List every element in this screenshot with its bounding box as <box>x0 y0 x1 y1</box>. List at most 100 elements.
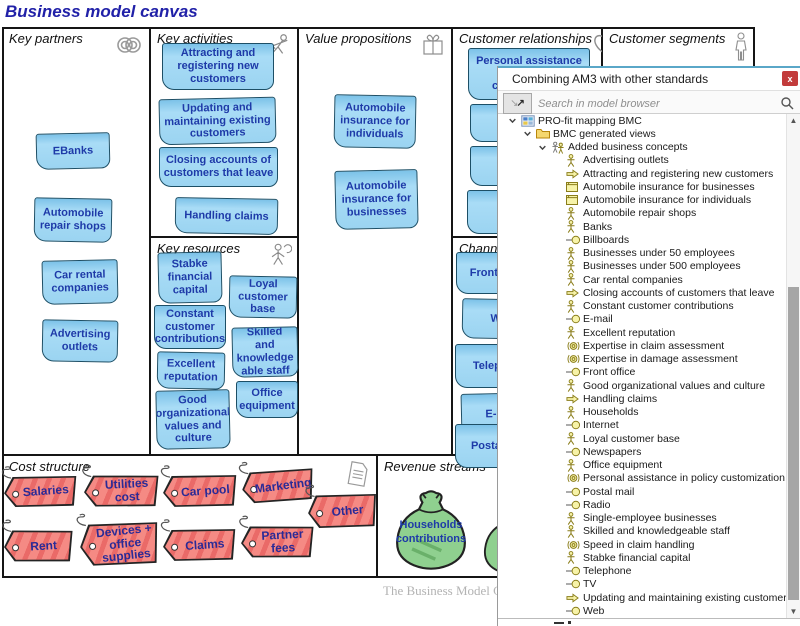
tree-item[interactable]: Excellent reputation <box>498 326 788 339</box>
card-icon <box>566 195 583 206</box>
sticky-note[interactable]: Automobile repair shops <box>33 197 113 243</box>
tree-item[interactable]: Businesses under 50 employees <box>498 246 788 260</box>
sticky-note[interactable]: Car rental companies <box>41 259 119 305</box>
sticky-note[interactable]: Handling claims <box>174 197 279 235</box>
chevron-down-icon[interactable] <box>508 116 521 125</box>
sticky-note[interactable]: Updating and maintaining existing custom… <box>158 96 277 146</box>
tree-item[interactable]: Attracting and registering new customers <box>498 167 788 180</box>
tree-item-label: Telephone <box>583 565 632 578</box>
dialog-bottom-strip <box>498 618 800 626</box>
cost-tag[interactable]: Devices + office supplies <box>76 513 163 572</box>
sticky-note[interactable]: Advertising outlets <box>41 319 119 363</box>
tree-item[interactable]: Households <box>498 405 788 419</box>
tree-item[interactable]: Postal mail <box>498 485 788 498</box>
sticky-note[interactable]: Attracting and registering new customers <box>162 43 274 90</box>
concepts-icon <box>551 141 568 154</box>
actor-icon <box>566 524 583 538</box>
tree-item[interactable]: Expertise in claim assessment <box>498 339 788 352</box>
tree-item[interactable]: Good organizational values and culture <box>498 379 788 392</box>
cost-tag[interactable]: Other <box>305 484 379 533</box>
section-label: Key activities <box>157 31 233 46</box>
tree-item-label: Stabke financial capital <box>583 551 691 564</box>
actor-icon <box>566 432 583 445</box>
scrollbar-thumb[interactable] <box>788 287 799 600</box>
tree-item[interactable]: Advertising outlets <box>498 153 788 167</box>
cost-tag[interactable]: Car pool <box>160 465 239 511</box>
chevron-down-icon[interactable] <box>538 143 551 152</box>
sticky-note[interactable]: Excellent reputation <box>156 351 226 390</box>
tree-item-label: BMC generated views <box>553 127 656 140</box>
sticky-note[interactable]: EBanks <box>35 132 111 170</box>
tree-item[interactable]: TV <box>498 578 788 591</box>
tree-item[interactable]: Radio <box>498 498 788 511</box>
tree-item[interactable]: Single-employee businesses <box>498 511 788 525</box>
sticky-note[interactable]: Automobile insurance for individuals <box>333 94 417 149</box>
tree-item[interactable]: Front office <box>498 366 788 379</box>
cost-tag[interactable]: Utilities cost <box>82 464 161 511</box>
tree-item[interactable]: Automobile insurance for businesses <box>498 180 788 193</box>
tree-item[interactable]: Expertise in damage assessment <box>498 353 788 366</box>
search-icon[interactable] <box>780 96 794 110</box>
tree-item[interactable]: Stabke financial capital <box>498 551 788 565</box>
tree-item[interactable]: Telephone <box>498 565 788 578</box>
tree-item[interactable]: Updating and maintaining existing custom… <box>498 591 788 604</box>
money-bag[interactable]: Households contributions <box>388 486 474 574</box>
tree-item[interactable]: PRO-fit mapping BMC <box>498 114 788 127</box>
tree-item[interactable]: Billboards <box>498 233 788 246</box>
tree-item[interactable]: Car rental companies <box>498 273 788 286</box>
tree-item[interactable]: Office equipment <box>498 458 788 472</box>
tag-string-icon <box>305 484 315 498</box>
tree-item[interactable]: Automobile repair shops <box>498 206 788 220</box>
tree-item-label: Excellent reputation <box>583 326 676 339</box>
tree-item[interactable]: Web <box>498 604 788 617</box>
navigate-arrows-button[interactable]: ↘↗ <box>503 93 532 114</box>
tree-item[interactable]: Newspapers <box>498 445 788 458</box>
tree-item[interactable]: Speed in claim handling <box>498 538 788 551</box>
sticky-note[interactable]: Stabke financial capital <box>157 251 223 304</box>
cost-tag[interactable]: Claims <box>160 519 238 565</box>
sticky-note[interactable]: Constant customer contributions <box>154 305 226 349</box>
chevron-down-icon[interactable] <box>523 129 536 138</box>
tag-string-icon <box>82 464 92 478</box>
sticky-note[interactable]: Office equipment <box>236 381 298 418</box>
sticky-note[interactable]: Closing accounts of customers that leave <box>159 147 278 187</box>
section-label: Customer relationships <box>459 31 592 46</box>
sticky-note[interactable]: Automobile insurance for businesses <box>334 169 419 230</box>
tree-item[interactable]: Automobile insurance for individuals <box>498 194 788 207</box>
tree-item[interactable]: Banks <box>498 220 788 233</box>
tree-item-label: Businesses under 50 employees <box>583 247 735 260</box>
tree-item[interactable]: BMC generated views <box>498 127 788 140</box>
cost-tag[interactable]: Marketing <box>238 461 317 509</box>
tree-item[interactable]: Constant customer contributions <box>498 299 788 313</box>
scroll-down-icon[interactable]: ▼ <box>789 607 798 616</box>
tree-item[interactable]: Handling claims <box>498 392 788 405</box>
scroll-up-icon[interactable]: ▲ <box>789 116 798 125</box>
lollipop-icon <box>566 314 583 324</box>
sticky-note[interactable]: Loyal customer base <box>228 275 298 319</box>
actor-icon <box>566 405 583 419</box>
sticky-note[interactable]: Good organizational values and culture <box>155 389 231 450</box>
tree-item[interactable]: Internet <box>498 419 788 432</box>
tree-item[interactable]: E-mail <box>498 313 788 326</box>
tree-item[interactable]: Personal assistance in policy customizat… <box>498 472 788 485</box>
close-icon[interactable]: x <box>782 71 798 86</box>
tree-item[interactable]: Added business concepts <box>498 141 788 154</box>
cost-tag[interactable]: Partner fees <box>239 515 316 562</box>
tree-item[interactable]: Skilled and knowledgeable staff <box>498 524 788 538</box>
tree-item[interactable]: Loyal customer base <box>498 432 788 445</box>
dialog-titlebar[interactable]: Combining AM3 with other standards x <box>498 68 800 90</box>
tree-item[interactable]: Businesses under 500 employees <box>498 259 788 273</box>
cost-tag[interactable]: Salaries <box>1 466 79 511</box>
cost-tag[interactable]: Rent <box>2 519 75 566</box>
tree-item[interactable]: Closing accounts of customers that leave <box>498 286 788 299</box>
person-icon <box>733 32 749 67</box>
section-label: Value propositions <box>305 31 412 46</box>
tag-string-icon <box>160 519 171 532</box>
tree-scrollbar[interactable]: ▲ ▼ <box>786 114 800 618</box>
sticky-note[interactable]: Skilled and knowledgeable staff <box>231 326 299 378</box>
section-label: Key partners <box>9 31 83 46</box>
search-input[interactable] <box>536 91 770 116</box>
lollipop-icon <box>566 367 583 377</box>
tree-item-label: E-mail <box>583 313 613 326</box>
